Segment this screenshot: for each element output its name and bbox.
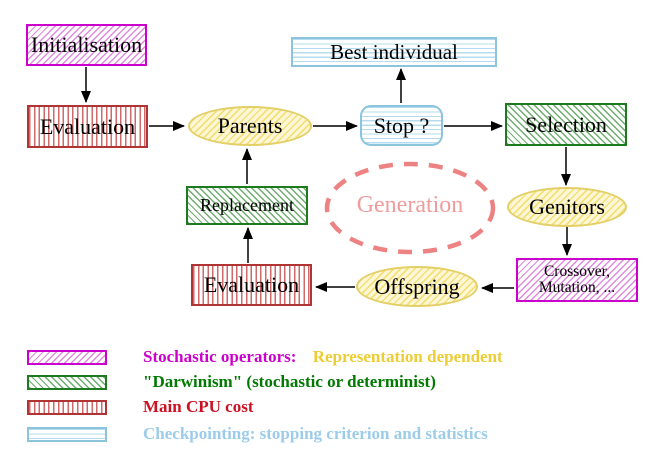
node-evaluation-top-label: Evaluation bbox=[39, 113, 136, 139]
legend-row-checkpointing: Checkpointing: stopping criterion and st… bbox=[27, 424, 488, 444]
node-genitors: Genitors bbox=[507, 187, 627, 227]
node-evaluation-bottom: Evaluation bbox=[191, 264, 312, 306]
node-offspring-label: Offspring bbox=[374, 273, 460, 299]
legend-row-darwinism: "Darwinism" (stochastic or determinist) bbox=[27, 372, 436, 392]
node-offspring: Offspring bbox=[356, 266, 478, 307]
legend-label-darwinism: "Darwinism" (stochastic or determinist) bbox=[143, 372, 436, 392]
legend-label-cpu-cost: Main CPU cost bbox=[143, 397, 253, 417]
node-evaluation-bottom-label: Evaluation bbox=[203, 272, 300, 298]
legend-label-checkpointing: Checkpointing: stopping criterion and st… bbox=[143, 424, 488, 444]
node-crossover-line2: Mutation, ... bbox=[538, 279, 616, 296]
node-genitors-label: Genitors bbox=[529, 194, 605, 220]
node-initialisation-label: Initialisation bbox=[30, 32, 143, 58]
generation-label: Generation bbox=[326, 192, 494, 219]
node-stop: Stop ? bbox=[360, 105, 443, 146]
legend-swatch-magenta-hatch bbox=[27, 349, 107, 365]
legend-row-stochastic: Stochastic operators: Representation dep… bbox=[27, 347, 503, 367]
legend-label-stochastic: Stochastic operators: Representation dep… bbox=[143, 347, 503, 367]
legend-text-representation-dependent: Representation dependent bbox=[312, 347, 503, 366]
legend-text-stochastic-operators: Stochastic operators: bbox=[143, 347, 297, 366]
node-evaluation-top: Evaluation bbox=[27, 105, 148, 148]
legend-swatch-green-hatch bbox=[27, 374, 107, 390]
legend-swatch-cyan-stripes bbox=[27, 426, 107, 442]
node-parents: Parents bbox=[188, 106, 312, 146]
node-best-individual-label: Best individual bbox=[330, 39, 458, 64]
legend-text-main-cpu-cost: Main CPU cost bbox=[143, 397, 254, 416]
node-parents-label: Parents bbox=[217, 113, 283, 139]
node-selection: Selection bbox=[505, 103, 627, 146]
node-best-individual: Best individual bbox=[291, 37, 497, 67]
generation-label-text: Generation bbox=[356, 192, 464, 218]
legend-text-checkpointing: Checkpointing: stopping criterion and st… bbox=[143, 424, 488, 443]
generation-ellipse bbox=[324, 161, 496, 255]
legend-row-cpu-cost: Main CPU cost bbox=[27, 397, 253, 417]
legend-text-darwinism: "Darwinism" (stochastic or determinist) bbox=[143, 372, 436, 391]
node-replacement-label: Replacement bbox=[200, 195, 294, 216]
node-crossover-line1: Crossover, bbox=[543, 262, 611, 280]
node-replacement: Replacement bbox=[186, 186, 308, 225]
legend-swatch-red-stripes bbox=[27, 399, 107, 415]
node-stop-label: Stop ? bbox=[373, 112, 430, 138]
node-selection-label: Selection bbox=[525, 111, 607, 137]
node-initialisation: Initialisation bbox=[26, 24, 147, 66]
node-crossover-mutation: Crossover, Mutation, ... bbox=[516, 258, 638, 302]
